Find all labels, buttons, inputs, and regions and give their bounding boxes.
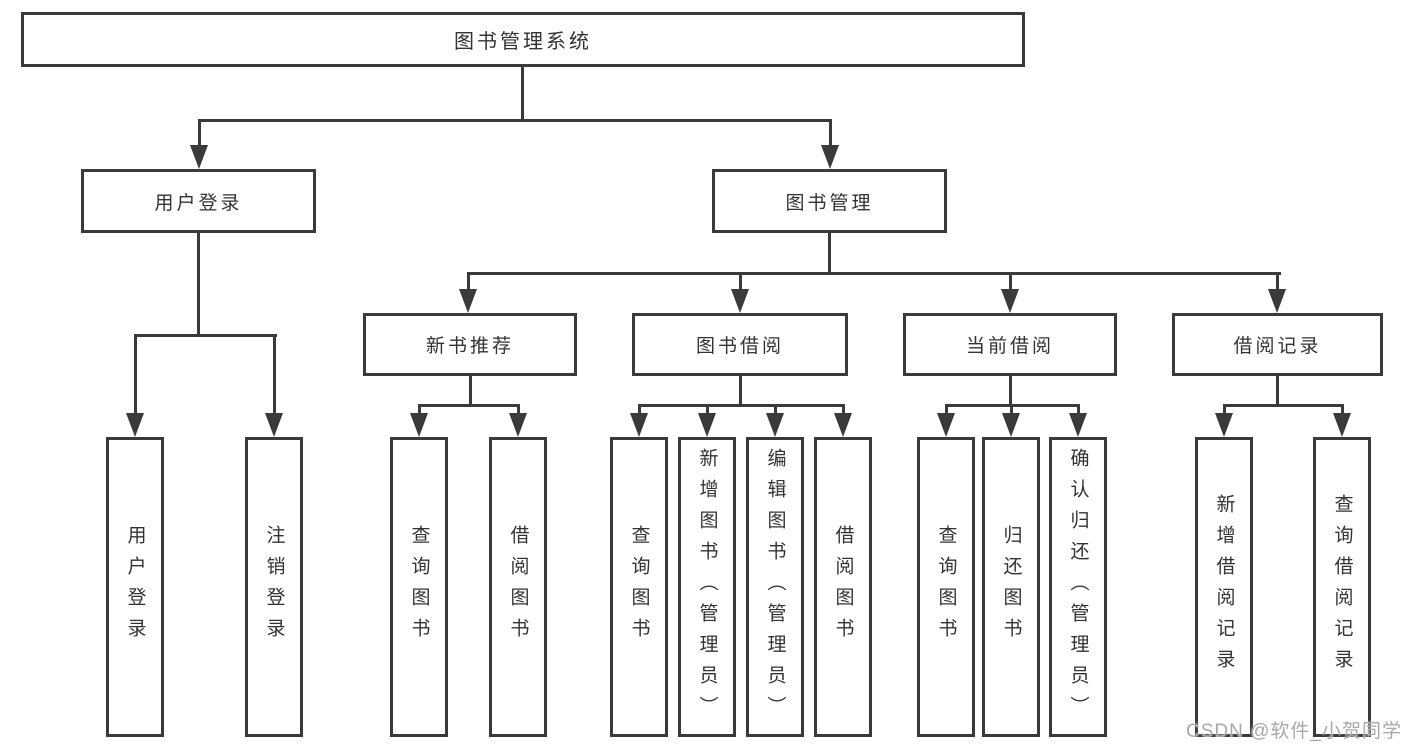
node-logout: 注销登录: [245, 437, 303, 737]
node-add-book-admin: 新增图书（管理员）: [678, 437, 736, 737]
connector-line: [945, 404, 948, 415]
arrow-down-icon: [190, 145, 208, 169]
node-label: 图书管理系统: [454, 31, 592, 53]
node-book-borrow: 图书借阅: [632, 313, 848, 376]
node-label: 借阅图书: [832, 525, 854, 649]
node-label: 新增图书（管理员）: [696, 447, 718, 727]
connector-line: [134, 334, 277, 337]
connector-line: [198, 119, 201, 147]
arrow-down-icon: [698, 413, 716, 437]
node-label: 新书推荐: [425, 336, 514, 357]
node-user-login-leaf: 用户登录: [106, 437, 164, 737]
connector-line: [1009, 272, 1012, 290]
connector-line: [1276, 376, 1279, 407]
node-label: 注销登录: [263, 525, 285, 649]
connector-line: [638, 404, 845, 407]
connector-line: [273, 334, 276, 414]
connector-line: [828, 233, 831, 274]
node-borrow-books-recommend: 借阅图书: [489, 437, 547, 737]
node-label: 编辑图书（管理员）: [764, 447, 786, 727]
connector-line: [469, 376, 472, 407]
node-user-login: 用户登录: [81, 169, 316, 233]
connector-line: [467, 272, 1281, 275]
arrow-down-icon: [459, 289, 477, 313]
arrow-down-icon: [630, 413, 648, 437]
connector-line: [467, 272, 470, 290]
node-label: 借阅图书: [507, 525, 529, 649]
connector-line: [638, 404, 641, 415]
connector-line: [1009, 376, 1012, 407]
arrow-down-icon: [1001, 289, 1019, 313]
arrow-down-icon: [1215, 413, 1233, 437]
node-query-books-current: 查询图书: [917, 437, 975, 737]
connector-line: [198, 119, 832, 122]
arrow-down-icon: [834, 413, 852, 437]
connector-line: [706, 404, 709, 415]
node-borrow-record: 借阅记录: [1172, 313, 1383, 376]
connector-line: [842, 404, 845, 415]
node-label: 用户登录: [154, 192, 243, 214]
node-query-borrow-record: 查询借阅记录: [1313, 437, 1371, 737]
node-label: 当前借阅: [965, 336, 1054, 357]
node-label: 查询图书: [628, 525, 650, 649]
connector-line: [774, 404, 777, 415]
node-borrow-books: 借阅图书: [814, 437, 872, 737]
connector-line: [418, 404, 520, 407]
arrow-down-icon: [265, 413, 283, 437]
arrow-down-icon: [509, 413, 527, 437]
connector-line: [517, 404, 520, 415]
node-edit-book-admin: 编辑图书（管理员）: [746, 437, 804, 737]
node-label: 图书管理: [785, 192, 874, 214]
node-label: 新增借阅记录: [1213, 494, 1235, 680]
node-label: 借阅记录: [1233, 336, 1322, 357]
node-label: 图书借阅: [695, 336, 784, 357]
connector-line: [1223, 404, 1226, 415]
node-label: 归还图书: [1000, 525, 1022, 649]
node-query-books-borrow: 查询图书: [610, 437, 668, 737]
connector-line: [829, 119, 832, 147]
watermark: CSDN @软件_小贺同学: [1186, 721, 1402, 742]
arrow-down-icon: [766, 413, 784, 437]
node-new-book-recommend: 新书推荐: [363, 313, 577, 376]
connector-line: [1077, 404, 1080, 415]
node-label: 查询图书: [935, 525, 957, 649]
node-return-book: 归还图书: [982, 437, 1040, 737]
node-label: 确认归还（管理员）: [1067, 447, 1089, 727]
arrow-down-icon: [1069, 413, 1087, 437]
connector-line: [1010, 404, 1013, 415]
node-query-books-recommend: 查询图书: [390, 437, 448, 737]
arrow-down-icon: [731, 289, 749, 313]
arrow-down-icon: [1333, 413, 1351, 437]
node-label: 查询借阅记录: [1331, 494, 1353, 680]
node-library-management-system: 图书管理系统: [21, 12, 1025, 67]
node-label: 查询图书: [408, 525, 430, 649]
node-confirm-return-admin: 确认归还（管理员）: [1049, 437, 1107, 737]
connector-line: [1276, 272, 1279, 290]
node-add-borrow-record: 新增借阅记录: [1195, 437, 1253, 737]
arrow-down-icon: [821, 145, 839, 169]
arrow-down-icon: [1002, 413, 1020, 437]
connector-line: [418, 404, 421, 415]
arrow-down-icon: [126, 413, 144, 437]
connector-line: [521, 67, 524, 120]
node-current-borrow: 当前借阅: [903, 313, 1117, 376]
node-book-management: 图书管理: [712, 169, 947, 233]
arrow-down-icon: [1268, 289, 1286, 313]
connector-line: [1341, 404, 1344, 415]
arrow-down-icon: [937, 413, 955, 437]
connector-line: [134, 334, 137, 414]
arrow-down-icon: [410, 413, 428, 437]
connector-line: [739, 376, 742, 407]
connector-line: [197, 233, 200, 335]
connector-line: [739, 272, 742, 290]
connector-line: [1223, 404, 1344, 407]
node-label: 用户登录: [124, 525, 146, 649]
